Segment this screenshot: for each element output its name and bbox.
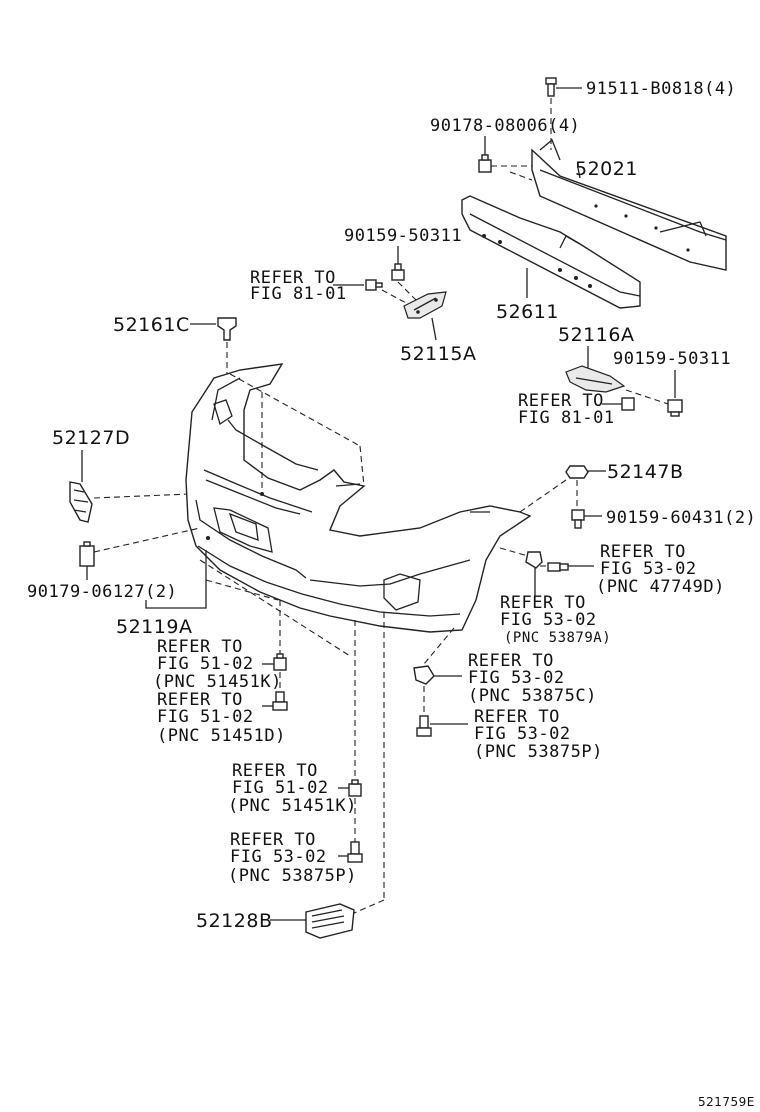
ref-47749D-line2: FIG 53-02: [600, 559, 697, 579]
ref-53879A-line1: REFER TO: [500, 593, 586, 613]
label-52611: 52611: [496, 301, 559, 323]
fog-cover-52128B-shape: [305, 903, 355, 939]
ref-53875P-center-line1: REFER TO: [230, 830, 316, 850]
clip-52161C-icon: [217, 317, 237, 341]
ref-53875P-center-line3: (PNC 53875P): [228, 866, 357, 886]
label-91511: 91511-B0818(4): [586, 79, 736, 99]
screw-53875P-center-icon: [347, 841, 363, 863]
label-90159-right: 90159-50311: [613, 349, 731, 369]
ref-51451D-line2: FIG 51-02: [157, 707, 254, 727]
ref-fig81-top-line2: FIG 81-01: [250, 284, 347, 304]
clip-90179-icon: [79, 541, 95, 567]
ref-53875P-right-line1: REFER TO: [474, 707, 560, 727]
reinforcement-52021-shape: [531, 138, 727, 271]
screw-90159-top-icon: [391, 263, 405, 281]
clip-fig81-right-icon: [621, 397, 635, 411]
bracket-52115A-shape: [403, 291, 447, 319]
label-52147B: 52147B: [607, 461, 683, 483]
clip-fig81-top-icon: [365, 279, 383, 291]
ref-51451D-line3: (PNC 51451D): [157, 726, 286, 746]
nut-90178-icon: [478, 154, 492, 173]
ref-51451K-left-line2: FIG 51-02: [157, 654, 254, 674]
bolt-91511-icon: [545, 77, 557, 97]
label-90179: 90179-06127(2): [27, 582, 177, 602]
ref-47749D-line1: REFER TO: [600, 542, 686, 562]
retainer-52147B-icon: [565, 465, 589, 479]
molding-52127D-shape: [69, 481, 93, 523]
ref-53875C-line1: REFER TO: [468, 651, 554, 671]
bumper-cover-shape: [185, 363, 532, 633]
ref-fig81-right-line1: REFER TO: [518, 391, 604, 411]
ref-53875C-line3: (PNC 53875C): [468, 686, 597, 706]
absorber-52611-shape: [461, 195, 641, 309]
ref-53879A-line3: (PNC 53879A): [504, 630, 611, 646]
ref-53879A-line2: FIG 53-02: [500, 610, 597, 630]
ref-53875P-center-line2: FIG 53-02: [230, 847, 327, 867]
label-52127D: 52127D: [52, 427, 130, 449]
ref-53875P-right-line3: (PNC 53875P): [474, 742, 603, 762]
label-52128B: 52128B: [196, 910, 272, 932]
screw-90159-right-icon: [667, 399, 683, 417]
nut-47749D-icon: [525, 551, 543, 569]
label-52115A: 52115A: [400, 343, 476, 365]
ref-51451D-line1: REFER TO: [157, 690, 243, 710]
ref-53875C-line2: FIG 53-02: [468, 668, 565, 688]
ref-51451K-center-line2: FIG 51-02: [232, 778, 329, 798]
clip-53875C-icon: [413, 665, 435, 685]
screw-51451D-icon: [272, 691, 288, 711]
ref-53875P-right-line2: FIG 53-02: [474, 724, 571, 744]
screw-53875P-right-icon: [416, 715, 432, 737]
label-90159-60431: 90159-60431(2): [606, 508, 756, 528]
label-52116A: 52116A: [558, 324, 634, 346]
nut-51451K-center-icon: [348, 779, 362, 797]
ref-fig81-right-line2: FIG 81-01: [518, 408, 615, 428]
label-90178: 90178-08006(4): [430, 116, 580, 136]
figure-id: 521759E: [698, 1095, 755, 1109]
nut-51451K-left-icon: [273, 653, 287, 671]
label-90159-top: 90159-50311: [344, 226, 462, 246]
ref-51451K-left-line1: REFER TO: [157, 637, 243, 657]
bracket-52116A-shape: [565, 365, 626, 393]
bolt-47749D-icon: [547, 562, 569, 572]
label-52119A: 52119A: [116, 616, 192, 638]
ref-fig81-top-line1: REFER TO: [250, 268, 336, 288]
ref-51451K-left-line3: (PNC 51451K): [153, 672, 282, 692]
label-52161C: 52161C: [113, 314, 190, 336]
screw-90159-60431-icon: [571, 509, 585, 529]
ref-51451K-center-line1: REFER TO: [232, 761, 318, 781]
ref-47749D-line3: (PNC 47749D): [596, 577, 725, 597]
ref-51451K-center-line3: (PNC 51451K): [228, 796, 357, 816]
label-52021: 52021: [575, 158, 638, 180]
